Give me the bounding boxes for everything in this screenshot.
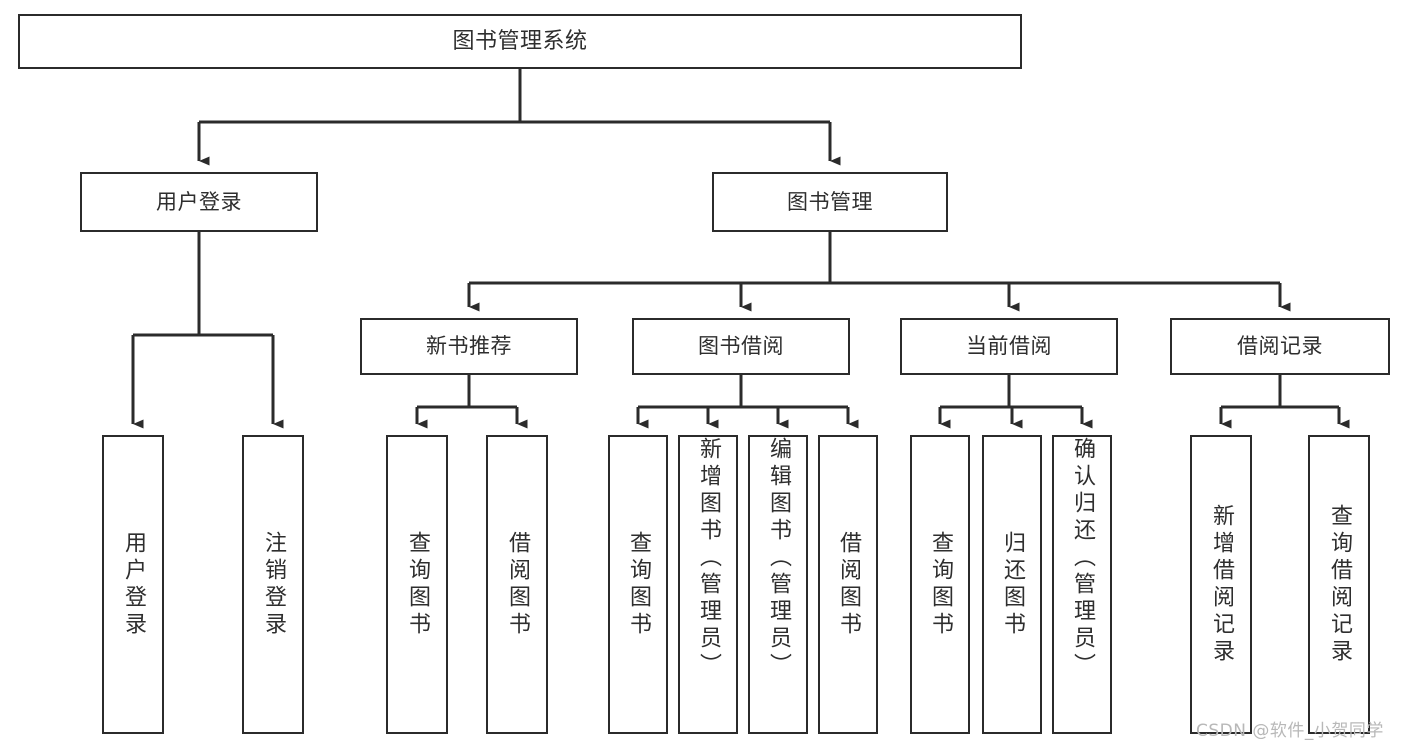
node-leaf-borrow-book-1[interactable]: 借阅图书 — [486, 435, 548, 734]
node-label: 查询图书 — [405, 530, 430, 639]
node-label: 查询借阅记录 — [1327, 503, 1352, 666]
node-label: 当前借阅 — [966, 334, 1052, 359]
csdn-watermark: CSDN @软件_小贺同学 — [1196, 721, 1384, 741]
node-label: 确认归还（管理员） — [1070, 437, 1095, 680]
node-label: 借阅图书 — [505, 530, 530, 639]
node-leaf-query-book-1[interactable]: 查询图书 — [386, 435, 448, 734]
node-borrow-record[interactable]: 借阅记录 — [1170, 318, 1390, 375]
node-label: 新增图书（管理员） — [696, 437, 721, 680]
node-current-borrow[interactable]: 当前借阅 — [900, 318, 1118, 375]
node-label: 归还图书 — [1000, 530, 1025, 639]
node-label: 编辑图书（管理员） — [766, 437, 791, 680]
node-label: 新增借阅记录 — [1209, 503, 1234, 666]
node-label: 图书管理 — [787, 189, 873, 214]
node-label: 用户登录 — [156, 189, 242, 214]
node-label: 图书管理系统 — [452, 28, 588, 54]
node-leaf-add-book-admin[interactable]: 新增图书（管理员） — [678, 435, 738, 734]
node-leaf-query-borrow-record[interactable]: 查询借阅记录 — [1308, 435, 1370, 734]
node-label: 查询图书 — [928, 530, 953, 639]
node-leaf-confirm-return-admin[interactable]: 确认归还（管理员） — [1052, 435, 1112, 734]
node-leaf-add-borrow-record[interactable]: 新增借阅记录 — [1190, 435, 1252, 734]
node-leaf-user-login[interactable]: 用户登录 — [102, 435, 164, 734]
node-new-book-recommend[interactable]: 新书推荐 — [360, 318, 578, 375]
node-leaf-borrow-book-2[interactable]: 借阅图书 — [818, 435, 878, 734]
node-leaf-query-book-2[interactable]: 查询图书 — [608, 435, 668, 734]
node-book-manage[interactable]: 图书管理 — [712, 172, 948, 232]
node-book-borrow[interactable]: 图书借阅 — [632, 318, 850, 375]
node-label: 借阅记录 — [1237, 334, 1323, 359]
node-leaf-logout-login[interactable]: 注销登录 — [242, 435, 304, 734]
node-label: 注销登录 — [261, 530, 286, 639]
node-user-login[interactable]: 用户登录 — [80, 172, 318, 232]
node-label: 查询图书 — [626, 530, 651, 639]
node-root[interactable]: 图书管理系统 — [18, 14, 1022, 69]
node-label: 借阅图书 — [836, 530, 861, 639]
node-label: 新书推荐 — [426, 334, 512, 359]
node-leaf-return-book[interactable]: 归还图书 — [982, 435, 1042, 734]
node-leaf-edit-book-admin[interactable]: 编辑图书（管理员） — [748, 435, 808, 734]
node-leaf-query-book-3[interactable]: 查询图书 — [910, 435, 970, 734]
node-label: 图书借阅 — [698, 334, 784, 359]
node-label: 用户登录 — [121, 530, 146, 639]
